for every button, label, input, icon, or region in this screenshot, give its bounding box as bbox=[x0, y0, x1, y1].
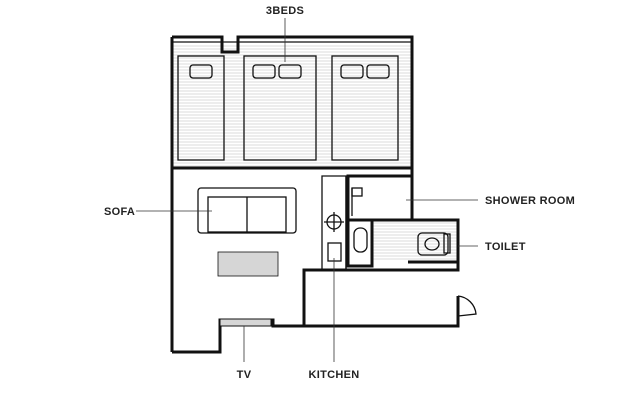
bedroom-floor bbox=[173, 45, 411, 167]
label-shower-room: SHOWER ROOM bbox=[485, 195, 575, 207]
label-sofa: SOFA bbox=[104, 206, 135, 218]
sink-icon bbox=[327, 242, 342, 262]
label-kitchen: KITCHEN bbox=[309, 369, 360, 381]
toilet bbox=[417, 232, 451, 256]
entrance-door bbox=[457, 295, 477, 317]
coffee-table bbox=[217, 251, 279, 277]
label-3beds: 3BEDS bbox=[266, 5, 304, 17]
tv-stand bbox=[219, 318, 272, 327]
bed-2 bbox=[243, 55, 317, 161]
bed-1 bbox=[177, 55, 225, 161]
pillow bbox=[189, 64, 213, 79]
bathroom bbox=[346, 218, 460, 268]
label-tv: TV bbox=[237, 369, 252, 381]
bed-3 bbox=[331, 55, 399, 161]
kitchen-counter bbox=[321, 175, 347, 271]
pillow bbox=[252, 64, 276, 79]
pillow bbox=[366, 64, 390, 79]
washbasin-icon bbox=[353, 227, 368, 253]
sofa bbox=[197, 187, 297, 234]
pillow bbox=[340, 64, 364, 79]
bathroom-floor bbox=[373, 222, 457, 260]
leader-lines bbox=[136, 18, 478, 362]
label-toilet: TOILET bbox=[485, 241, 526, 253]
shower-room bbox=[346, 174, 414, 222]
outer-walls bbox=[170, 35, 460, 354]
pillow bbox=[278, 64, 302, 79]
